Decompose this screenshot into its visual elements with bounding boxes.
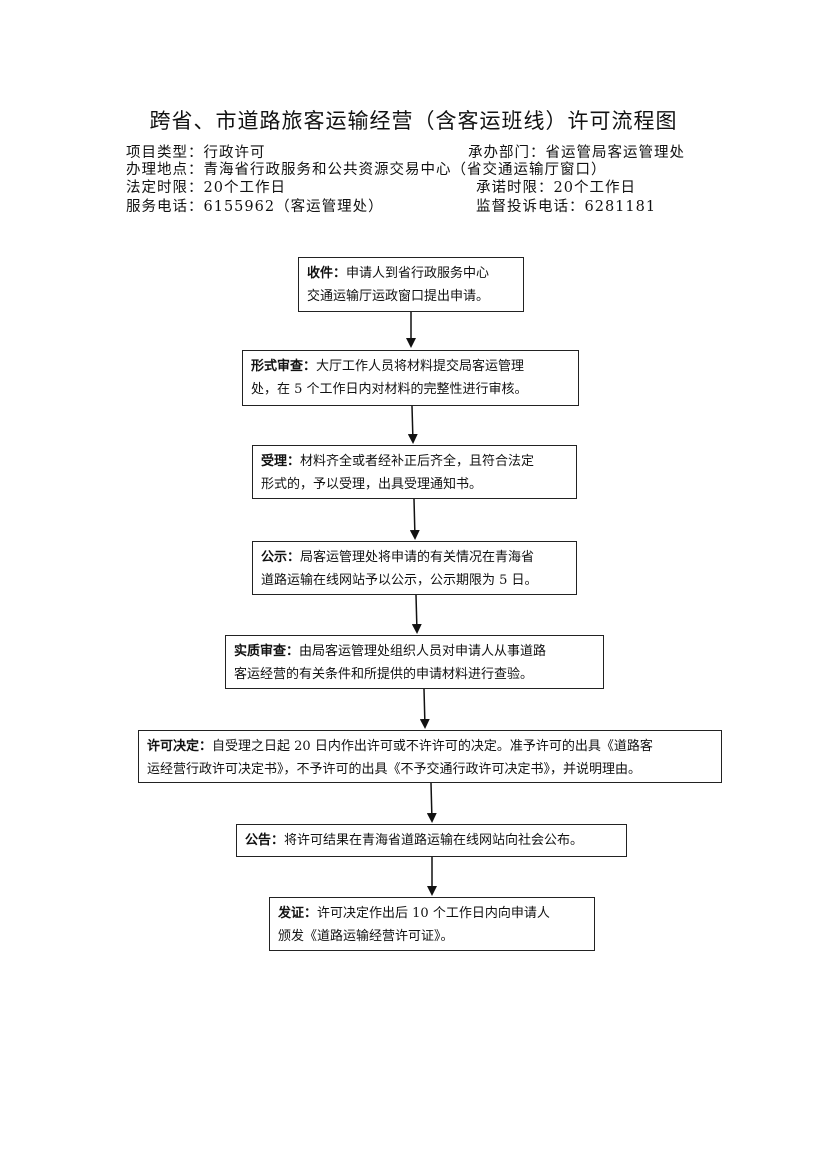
- step-label: 实质审查：: [234, 644, 300, 659]
- step-receive: 收件：申请人到省行政服务中心 交通运输厅运政窗口提出申请。: [298, 257, 524, 312]
- step-text: 形式的，予以受理，出具受理通知书。: [261, 477, 483, 492]
- step-text: 运经营行政许可决定书》，不予许可的出具《不予交通行政许可决定书》，并说明理由。: [147, 762, 642, 777]
- step-certificate-issuance: 发证：许可决定作出后 10 个工作日内向申请人 颁发《道路运输经营许可证》。: [269, 897, 595, 951]
- step-label: 许可决定：: [147, 739, 213, 754]
- step-label: 受理：: [261, 454, 301, 469]
- promised-time-limit: 承诺时限：20个工作日: [476, 180, 636, 196]
- arrow-2: [407, 405, 418, 444]
- step-label: 公示：: [261, 550, 301, 565]
- step-text: 客运经营的有关条件和所提供的申请材料进行查验。: [234, 667, 534, 682]
- step-substantive-review: 实质审查：由局客运管理处组织人员对申请人从事道路 客运经营的有关条件和所提供的申…: [225, 635, 604, 689]
- arrow-4: [411, 594, 422, 634]
- step-license-decision: 许可决定：自受理之日起 20 日内作出许可或不许许可的决定。准予许可的出具《道路…: [138, 730, 722, 783]
- complaint-phone: 监督投诉电话：6281181: [476, 199, 657, 215]
- step-publicity: 公示：局客运管理处将申请的有关情况在青海省 道路运输在线网站予以公示，公示期限为…: [252, 541, 577, 595]
- step-text: 大厅工作人员将材料提交局客运管理: [316, 359, 525, 374]
- step-text: 材料齐全或者经补正后齐全，且符合法定: [300, 454, 535, 469]
- step-text: 交通运输厅运政窗口提出申请。: [307, 289, 490, 304]
- arrow-6: [426, 782, 437, 823]
- arrow-3: [409, 498, 420, 540]
- service-phone: 服务电话：6155962（客运管理处）: [126, 199, 384, 215]
- page-title: 跨省、市道路旅客运输经营（含客运班线）许可流程图: [149, 109, 678, 133]
- step-text: 申请人到省行政服务中心: [346, 266, 490, 281]
- legal-time-limit: 法定时限：20个工作日: [126, 180, 286, 196]
- location: 办理地点：青海省行政服务和公共资源交易中心（省交通运输厅窗口）: [126, 162, 607, 178]
- step-label: 发证：: [278, 906, 318, 921]
- project-type: 项目类型：行政许可: [126, 145, 266, 161]
- step-text: 自受理之日起 20 日内作出许可或不许许可的决定。准予许可的出具《道路客: [212, 739, 653, 754]
- step-acceptance: 受理：材料齐全或者经补正后齐全，且符合法定 形式的，予以受理，出具受理通知书。: [252, 445, 577, 499]
- step-label: 公告：: [245, 833, 285, 848]
- step-text: 处，在 5 个工作日内对材料的完整性进行审核。: [251, 382, 528, 397]
- step-label: 形式审查：: [251, 359, 317, 374]
- arrow-5: [419, 688, 430, 729]
- step-announcement: 公告：将许可结果在青海省道路运输在线网站向社会公布。: [236, 824, 627, 857]
- step-text: 局客运管理处将申请的有关情况在青海省: [300, 550, 535, 565]
- step-text: 将许可结果在青海省道路运输在线网站向社会公布。: [284, 833, 584, 848]
- department: 承办部门：省运管局客运管理处: [468, 145, 685, 161]
- step-text: 颁发《道路运输经营许可证》。: [278, 929, 454, 944]
- step-text: 由局客运管理处组织人员对申请人从事道路: [299, 644, 547, 659]
- step-formal-review: 形式审查：大厅工作人员将材料提交局客运管理 处，在 5 个工作日内对材料的完整性…: [242, 350, 579, 406]
- step-label: 收件：: [307, 266, 347, 281]
- step-text: 道路运输在线网站予以公示，公示期限为 5 日。: [261, 573, 538, 588]
- step-text: 许可决定作出后 10 个工作日内向申请人: [317, 906, 550, 921]
